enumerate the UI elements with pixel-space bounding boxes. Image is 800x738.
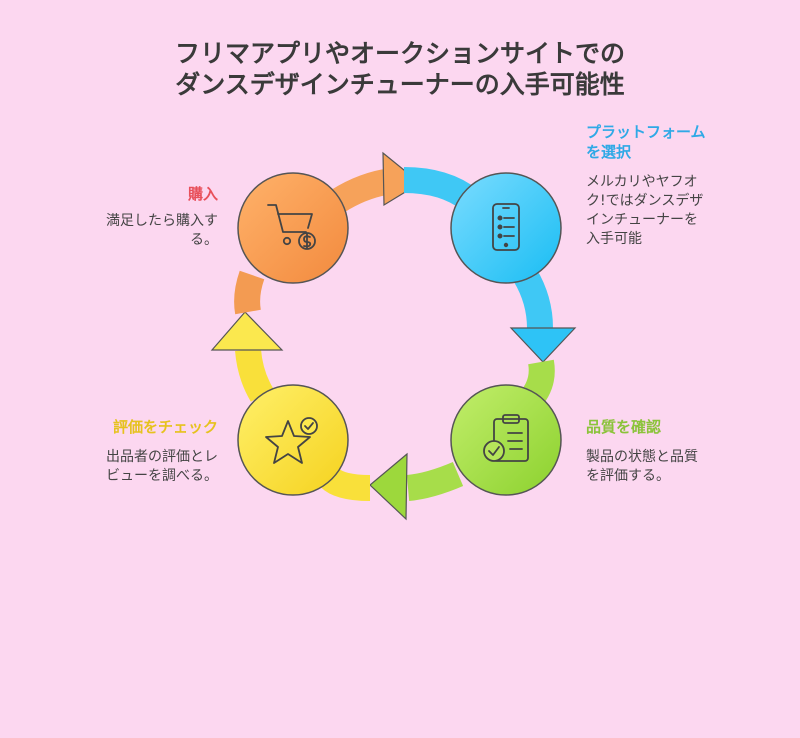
title-line-1: フリマアプリやオークションサイトでの <box>174 39 625 68</box>
quality-label: 品質を確認 <box>586 418 662 436</box>
step-circle-platform <box>450 172 562 284</box>
rating-description: 出品者の評価とレ ビューを調べる。 <box>106 449 218 484</box>
step-circle-purchase <box>237 172 349 284</box>
arrow-orange-down <box>234 270 265 315</box>
purchase-label: 購入 <box>187 185 218 203</box>
clipboard-check-icon <box>483 414 529 462</box>
step-circle-rating <box>237 384 349 496</box>
title-line-2: ダンスデザインチューナーの入手可能性 <box>175 70 625 99</box>
step-circle-quality <box>450 384 562 496</box>
cart-dollar-icon <box>267 204 316 250</box>
platform-label: プラットフォーム を選択 <box>586 123 706 161</box>
page-title: フリマアプリやオークションサイトでの ダンスデザインチューナーの入手可能性 <box>0 38 800 100</box>
rating-label: 評価をチェック <box>112 418 218 436</box>
purchase-description: 満足したら購入す る。 <box>106 213 218 248</box>
smartphone-list-icon <box>492 203 520 251</box>
platform-description: メルカリやヤフオ ク!ではダンスデザ インチューナーを 入手可能 <box>586 174 704 247</box>
quality-description: 製品の状態と品質 を評価する。 <box>586 449 698 484</box>
star-check-icon <box>265 417 318 464</box>
